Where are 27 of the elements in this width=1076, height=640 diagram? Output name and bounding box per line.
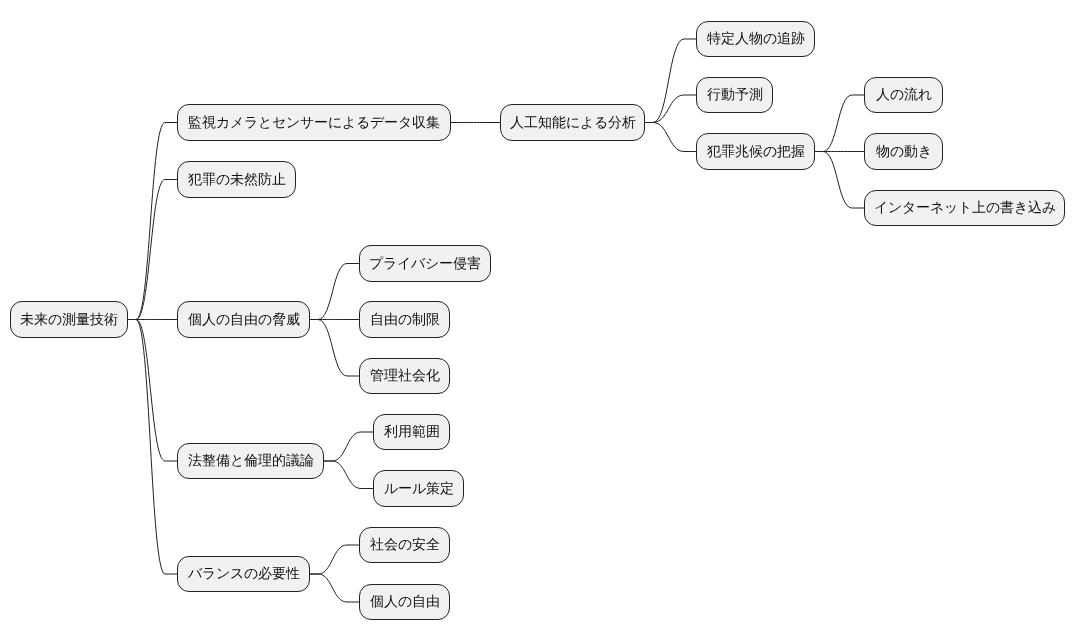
connector-line xyxy=(127,319,178,575)
connector-line xyxy=(309,319,360,377)
topic-box: ルール策定 xyxy=(373,470,464,507)
topic-box: 監視カメラとセンサーによるデータ収集 xyxy=(177,104,451,141)
topic-box: 利用範囲 xyxy=(373,414,450,450)
connector-line xyxy=(644,122,697,152)
connector-line xyxy=(323,460,374,489)
topic-box: 未来の測量技術 xyxy=(10,301,128,338)
topic-box: 人工知能による分析 xyxy=(500,104,645,141)
topic-box: 個人の自由 xyxy=(359,584,450,620)
topic-box: 自由の制限 xyxy=(359,301,450,338)
connector-line xyxy=(450,122,501,123)
topic-box: 特定人物の追跡 xyxy=(696,21,815,57)
connector-line xyxy=(309,573,360,603)
topic-box: 行動予測 xyxy=(696,77,773,113)
topic-box: 犯罪兆候の把握 xyxy=(696,133,815,170)
topic-box: 物の動き xyxy=(864,133,943,170)
topic-box: 個人の自由の脅威 xyxy=(177,301,310,338)
topic-box: 社会の安全 xyxy=(359,527,450,563)
topic-box: 人の流れ xyxy=(864,77,943,113)
topic-box: プライバシー侵害 xyxy=(359,245,491,282)
topic-box: 犯罪の未然防止 xyxy=(177,161,296,198)
topic-box: インターネット上の書き込み xyxy=(864,190,1065,226)
topic-box: 管理社会化 xyxy=(359,358,450,394)
topic-box: バランスの必要性 xyxy=(177,556,310,592)
topic-box: 法整備と倫理的議論 xyxy=(177,443,324,479)
connector-line xyxy=(814,151,865,209)
